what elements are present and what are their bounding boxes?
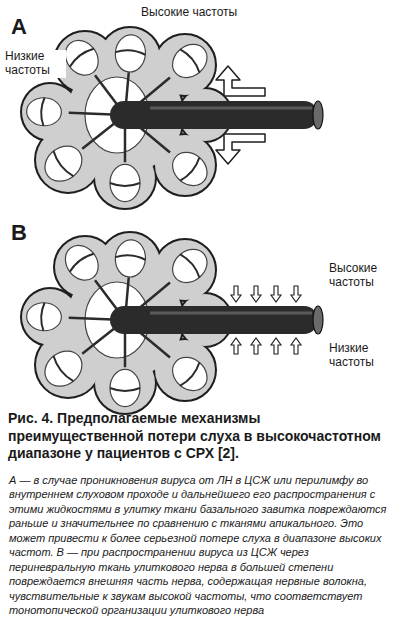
panel-letter: B bbox=[10, 220, 28, 245]
cochlear-duct bbox=[26, 97, 62, 126]
basilar-membrane bbox=[180, 49, 199, 72]
frequency-label: Низкие частоты bbox=[4, 50, 66, 78]
basilar-membrane bbox=[41, 98, 44, 126]
basilar-membrane bbox=[115, 255, 145, 259]
spread-arrow bbox=[271, 286, 281, 302]
spread-arrow bbox=[231, 286, 241, 302]
figure-caption: Рис. 4. Предполагаемые механизмы преимущ… bbox=[8, 410, 394, 463]
basilar-membrane bbox=[115, 50, 145, 54]
cochlear-duct bbox=[166, 243, 214, 290]
basilar-membrane bbox=[180, 157, 199, 180]
basilar-membrane bbox=[70, 254, 94, 272]
caption-note: А — в случае проникновения вируса от ЛН … bbox=[8, 473, 396, 618]
panel-letter: A bbox=[10, 14, 28, 39]
spread-arrow bbox=[291, 286, 301, 302]
cochlear-duct bbox=[114, 34, 147, 74]
basilar-membrane bbox=[41, 303, 44, 331]
spread-arrow bbox=[216, 134, 265, 164]
spread-arrow bbox=[291, 338, 301, 354]
spread-arrow bbox=[231, 338, 241, 354]
frequency-label: Высокие частоты bbox=[328, 262, 400, 290]
basilar-membrane bbox=[110, 388, 140, 391]
cochlear-duct bbox=[59, 239, 105, 287]
nerve-highlight bbox=[150, 107, 312, 110]
cochlear-duct bbox=[38, 344, 89, 394]
basilar-membrane bbox=[180, 362, 199, 385]
frequency-label: Высокие частоты bbox=[140, 6, 238, 20]
cochlear-duct bbox=[26, 302, 62, 331]
basilar-membrane bbox=[180, 254, 199, 277]
spread-arrow bbox=[271, 338, 281, 354]
cochlear-duct bbox=[110, 164, 140, 201]
spread-arrow bbox=[216, 66, 265, 96]
basilar-membrane bbox=[54, 151, 74, 176]
cochlear-duct bbox=[166, 146, 214, 193]
basilar-membrane bbox=[54, 356, 74, 381]
cochlear-duct bbox=[166, 351, 214, 398]
cochlear-duct bbox=[166, 38, 214, 85]
nerve-end bbox=[313, 306, 323, 334]
nerve-end bbox=[313, 101, 323, 129]
cochlear-duct bbox=[110, 369, 140, 406]
panel-a-illustration bbox=[22, 28, 323, 208]
basilar-membrane bbox=[70, 49, 94, 67]
cochlear-duct bbox=[114, 239, 147, 279]
cochlear-nerve bbox=[110, 306, 318, 334]
panel-b-illustration bbox=[22, 233, 323, 413]
nerve-highlight bbox=[150, 312, 312, 315]
basilar-membrane bbox=[110, 183, 140, 186]
cochlear-nerve bbox=[110, 101, 318, 129]
cochlear-duct bbox=[38, 139, 89, 189]
frequency-label: Низкие частоты bbox=[328, 342, 400, 370]
spread-arrow bbox=[251, 286, 261, 302]
spread-arrow bbox=[251, 338, 261, 354]
